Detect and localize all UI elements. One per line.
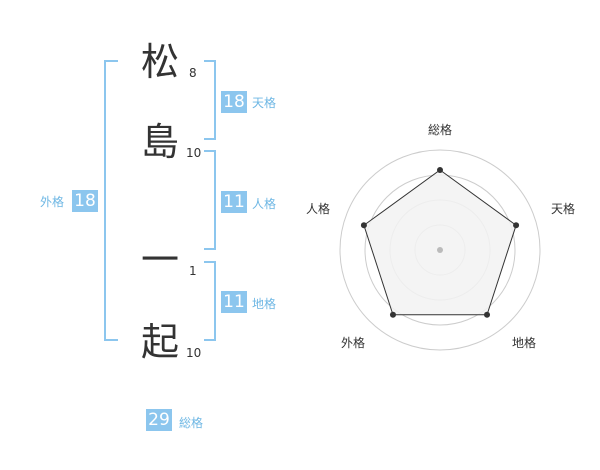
chikaku-bracket <box>204 261 216 341</box>
stroke-count-1: 8 <box>189 66 197 80</box>
radar-axis-label-tenkaku: 天格 <box>550 202 575 216</box>
stroke-count-2: 10 <box>186 146 202 160</box>
tenkaku-value: 18 <box>221 91 247 113</box>
name-char-2: 島 <box>140 120 179 164</box>
radar-axis-label-gaikaku: 外格 <box>340 336 365 350</box>
tenkaku-bracket <box>204 60 216 140</box>
radar-axis-label-chikaku: 地格 <box>511 336 536 350</box>
radar-point-1 <box>513 222 520 229</box>
radar-point-4 <box>360 222 367 229</box>
radar-center-dot <box>437 247 443 253</box>
gaikaku-bracket <box>104 60 118 341</box>
radar-point-3 <box>389 311 396 318</box>
radar-axis-label-soukaku: 総格 <box>427 123 452 137</box>
radar-point-2 <box>484 311 491 318</box>
stroke-count-4: 10 <box>186 346 202 360</box>
jinkaku-label: 人格 <box>252 197 277 211</box>
tenkaku-label: 天格 <box>252 96 277 110</box>
gaikaku-value: 18 <box>72 190 98 212</box>
jinkaku-bracket <box>204 150 216 250</box>
radar-points <box>360 167 520 318</box>
gaikaku-label: 外格 <box>40 195 65 209</box>
soukaku-value: 29 <box>146 409 172 431</box>
stroke-count-3: 1 <box>189 264 197 278</box>
name-char-4: 起 <box>140 320 179 364</box>
radar-axis-label-jinkaku: 人格 <box>305 202 330 216</box>
chikaku-label: 地格 <box>252 297 277 311</box>
soukaku-label: 総格 <box>179 416 204 430</box>
radar-grid-ring <box>339 149 541 351</box>
radar-point-0 <box>437 167 443 173</box>
name-char-3: 一 <box>140 238 179 282</box>
jinkaku-value: 11 <box>221 191 247 213</box>
radar-polygon <box>363 169 517 316</box>
name-char-1: 松 <box>140 40 179 84</box>
chikaku-value: 11 <box>221 291 247 313</box>
